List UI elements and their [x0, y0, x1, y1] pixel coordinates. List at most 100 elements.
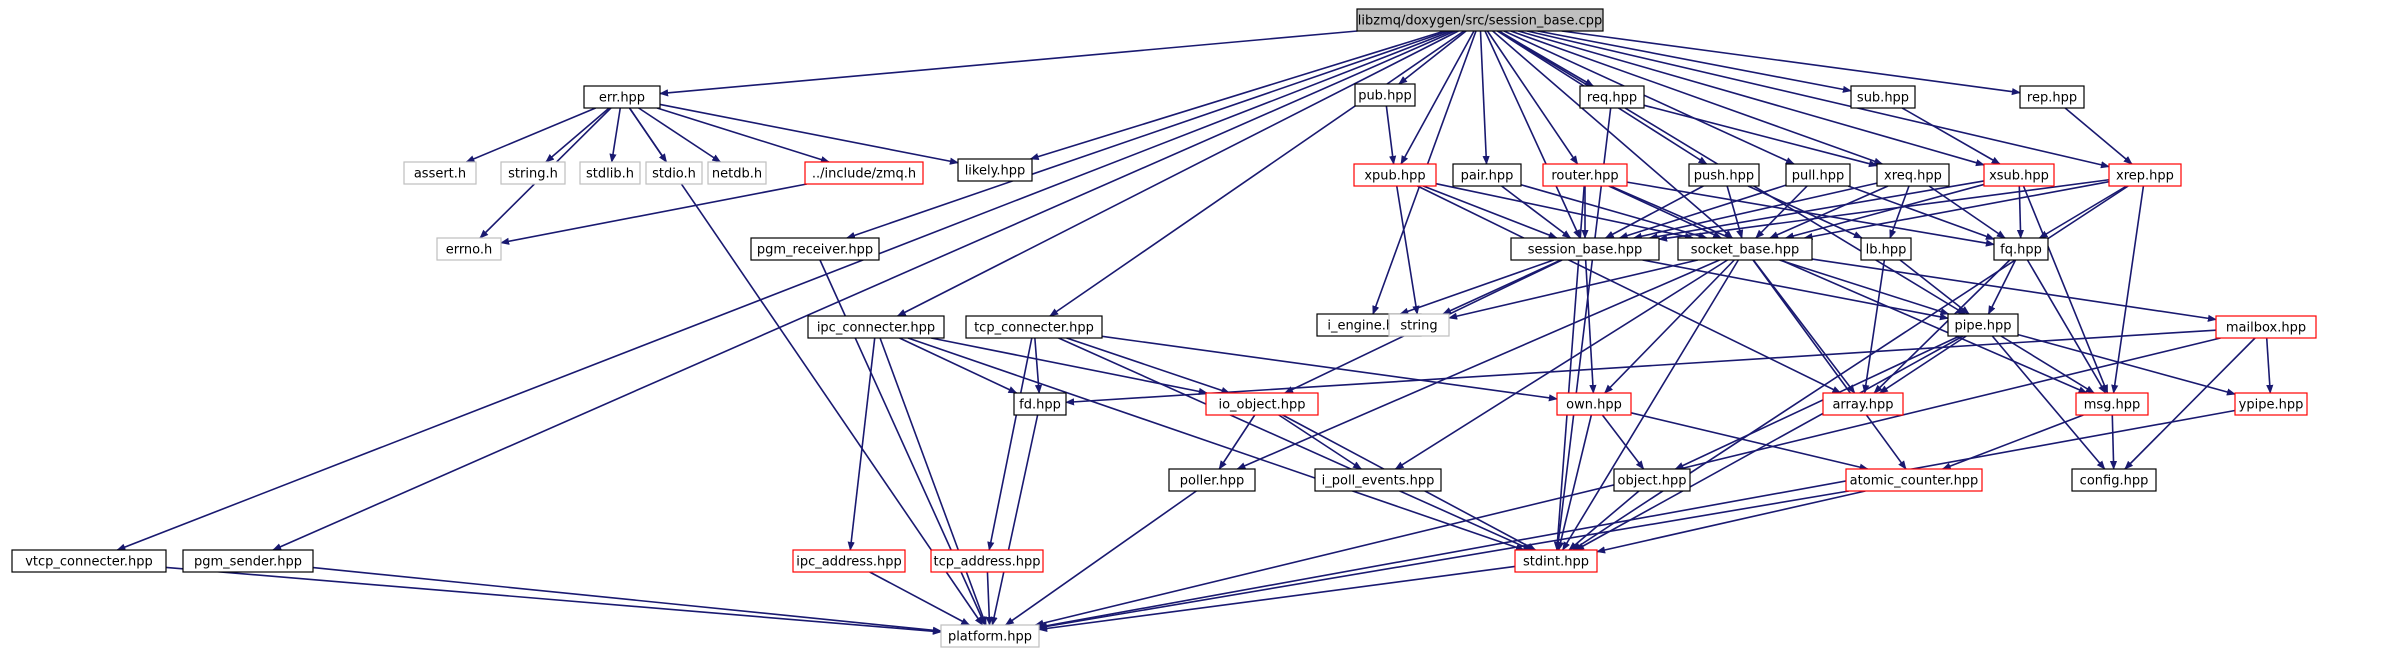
node-mailbox[interactable]: mailbox.hpp	[2215, 315, 2317, 339]
node-box	[583, 85, 661, 109]
node-sub[interactable]: sub.hpp	[1850, 85, 1916, 109]
node-ipc-address[interactable]: ipc_address.hpp	[792, 549, 906, 573]
node-box	[645, 161, 703, 185]
node-box	[1388, 313, 1450, 337]
node-box	[707, 161, 767, 185]
node-router[interactable]: router.hpp	[1542, 163, 1628, 187]
edge-own-to-object	[1601, 414, 1645, 470]
node-io-object[interactable]: io_object.hpp	[1205, 392, 1319, 416]
edge-tcp_connecter-to-own	[1101, 335, 1558, 402]
node-xrep[interactable]: xrep.hpp	[2108, 163, 2182, 187]
edge-socket_base-to-string	[1448, 259, 1698, 320]
edge-pgm_sender-to-platform	[312, 566, 942, 634]
node-label: pair.hpp	[1461, 169, 1514, 184]
node-atomic-counter[interactable]: atomic_counter.hpp	[1845, 468, 1983, 492]
edge-ipc_address-to-platform	[869, 571, 971, 626]
node-xpub[interactable]: xpub.hpp	[1353, 163, 1437, 187]
node-pair[interactable]: pair.hpp	[1452, 163, 1522, 187]
node-label: own.hpp	[1566, 398, 1622, 413]
node-tcp-connecter[interactable]: tcp_connecter.hpp	[965, 315, 1103, 339]
node-msg[interactable]: msg.hpp	[2075, 392, 2149, 416]
node-box	[1514, 549, 1598, 573]
edge-rep-to-xrep	[2064, 107, 2133, 165]
edge-xrep-to-socket_base	[1803, 180, 2110, 241]
edge-ypipe-to-platform	[1038, 409, 2236, 630]
node-req[interactable]: req.hpp	[1579, 85, 1645, 109]
node-err[interactable]: err.hpp	[583, 85, 661, 109]
node-box	[579, 161, 641, 185]
node-label: pgm_receiver.hpp	[757, 243, 873, 258]
node-socket-base[interactable]: socket_base.hpp	[1677, 237, 1813, 261]
node-label: tcp_connecter.hpp	[974, 321, 1094, 336]
node-box	[930, 549, 1044, 573]
edge-msg-to-config	[2109, 414, 2118, 470]
node-array[interactable]: array.hpp	[1822, 392, 1904, 416]
node-box	[1947, 313, 2019, 337]
node-box	[1542, 163, 1628, 187]
node-box	[792, 549, 906, 573]
node-object[interactable]: object.hpp	[1613, 468, 1691, 492]
edge-ipc_connecter-to-platform	[879, 337, 987, 626]
edge-root-to-pgm_sender	[272, 30, 1456, 551]
node-pub[interactable]: pub.hpp	[1354, 83, 1416, 107]
node-ipc-connecter[interactable]: ipc_connecter.hpp	[807, 315, 945, 339]
node-box	[1822, 392, 1904, 416]
node-push[interactable]: push.hpp	[1688, 163, 1760, 187]
node-poller[interactable]: poller.hpp	[1168, 468, 1256, 492]
node-vtcp-connecter[interactable]: vtcp_connecter.hpp	[11, 549, 167, 573]
node-box	[750, 237, 880, 261]
node-netdb: netdb.h	[707, 161, 767, 185]
node-box	[2019, 85, 2085, 109]
node-label: push.hpp	[1694, 169, 1754, 184]
node-pgm-sender[interactable]: pgm_sender.hpp	[182, 549, 314, 573]
node-tcp-address[interactable]: tcp_address.hpp	[930, 549, 1044, 573]
node-xreq[interactable]: xreq.hpp	[1876, 163, 1950, 187]
node-label: netdb.h	[712, 167, 762, 182]
node-xsub[interactable]: xsub.hpp	[1983, 163, 2055, 187]
edge-xrep-to-session_base	[1658, 178, 2110, 242]
node-assert: assert.h	[403, 161, 477, 185]
edge-root-to-likely	[1029, 30, 1445, 161]
node-own[interactable]: own.hpp	[1556, 392, 1632, 416]
node-config[interactable]: config.hpp	[2071, 468, 2157, 492]
edge-io_object-to-i_poll_events	[1278, 414, 1362, 470]
node-label: io_object.hpp	[1218, 398, 1305, 413]
edge-root-to-pull	[1503, 30, 1795, 165]
node-label: pipe.hpp	[1955, 319, 2012, 334]
node-fd[interactable]: fd.hpp	[1013, 392, 1067, 416]
node-rep[interactable]: rep.hpp	[2019, 85, 2085, 109]
edge-root-to-vtcp_connecter	[116, 30, 1453, 551]
edge-root-to-tcp_connecter	[1049, 30, 1465, 317]
edge-io_object-to-poller	[1218, 414, 1256, 470]
node-box	[500, 161, 566, 185]
edge-root-to-err	[659, 30, 1358, 97]
node-label: i_poll_events.hpp	[1322, 474, 1435, 489]
node-box	[1993, 237, 2049, 261]
edge-err-to-string_h	[545, 107, 610, 163]
node-label: string.h	[508, 167, 558, 182]
node-box	[1168, 468, 1256, 492]
edge-xpub-to-session_base	[1422, 185, 1558, 239]
edge-root-to-router	[1486, 30, 1579, 165]
node-stdint[interactable]: stdint.hpp	[1514, 549, 1598, 573]
node-box	[807, 315, 945, 339]
node-fq[interactable]: fq.hpp	[1993, 237, 2049, 261]
node-pipe[interactable]: pipe.hpp	[1947, 313, 2019, 337]
node-box	[2234, 392, 2308, 416]
node-i-poll-events[interactable]: i_poll_events.hpp	[1314, 468, 1442, 492]
node-session-base[interactable]: session_base.hpp	[1510, 237, 1660, 261]
edge-root-to-pub	[1398, 30, 1467, 85]
edge-root-to-pair	[1479, 30, 1490, 165]
node-label: array.hpp	[1832, 398, 1893, 413]
node-zmqh[interactable]: ../include/zmq.h	[804, 161, 924, 185]
edge-router-to-fq	[1626, 181, 1995, 247]
node-label: ypipe.hpp	[2239, 398, 2304, 413]
node-pull[interactable]: pull.hpp	[1785, 163, 1851, 187]
node-lb[interactable]: lb.hpp	[1860, 237, 1912, 261]
node-pgm-receiver[interactable]: pgm_receiver.hpp	[750, 237, 880, 261]
node-likely[interactable]: likely.hpp	[957, 158, 1033, 182]
node-root[interactable]: libzmq/doxygen/src/session_base.cpp	[1356, 8, 1604, 32]
node-ypipe[interactable]: ypipe.hpp	[2234, 392, 2308, 416]
edge-pipe-to-config	[1991, 335, 2106, 470]
edge-sub-to-xsub	[1901, 107, 2001, 165]
